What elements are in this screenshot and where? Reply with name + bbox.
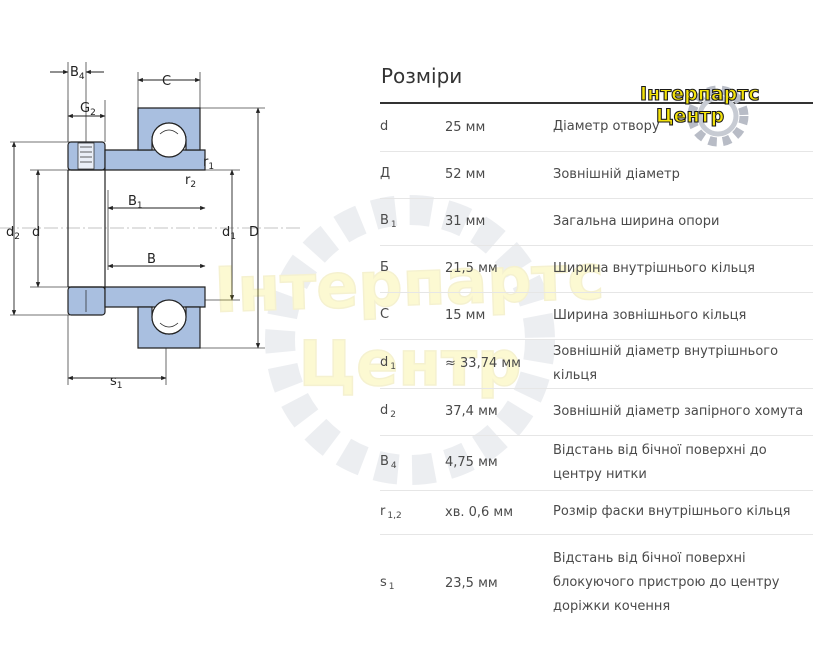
- row-symbol: Д: [380, 151, 445, 199]
- row-description: Загальна ширина опори: [553, 198, 813, 246]
- row-value: 4,75 мм: [445, 435, 553, 491]
- row-value: 31 мм: [445, 198, 553, 246]
- label-b1: B1: [128, 194, 143, 211]
- label-g2: G2: [80, 101, 96, 118]
- label-s1: s1: [110, 374, 123, 391]
- row-description: Зовнішній діаметр: [553, 151, 813, 199]
- logo-line1: Інтерпартс: [640, 83, 760, 105]
- label-b4: B4: [70, 65, 85, 82]
- row-value: хв. 0,6 мм: [445, 490, 553, 535]
- label-c: C: [162, 74, 171, 89]
- row-description: Зовнішній діаметр внутрішнього кільця: [553, 339, 813, 389]
- row-symbol: C: [380, 292, 445, 340]
- row-symbol: d: [380, 104, 445, 152]
- table-row: Д 52 мм Зовнішній діаметр: [380, 151, 813, 199]
- row-description: Відстань від бічної поверхні блокуючого …: [553, 551, 780, 615]
- row-value: 21,5 мм: [445, 245, 553, 293]
- label-r1: r1: [203, 155, 214, 172]
- title-divider: [380, 102, 813, 104]
- table-row: d 25 мм Діаметр отвору: [380, 104, 813, 152]
- label-b: B: [147, 252, 156, 267]
- row-symbol: Б: [380, 245, 445, 293]
- row-value: 15 мм: [445, 292, 553, 340]
- bearing-cross-section-drawing: B4 G2 C r1 r2 d2 d B1 d1 D B s1: [0, 62, 300, 391]
- row-value: 23,5 мм: [445, 575, 498, 591]
- label-d2: d2: [6, 225, 20, 242]
- table-row: C 15 мм Ширина зовнішнього кільця: [380, 292, 813, 340]
- row-description: Відстань від бічної поверхні до центру н…: [553, 435, 813, 491]
- page-title: Розміри: [381, 64, 463, 88]
- dimensions-table: d 25 мм Діаметр отвору Д 52 мм Зовнішній…: [380, 104, 813, 632]
- table-row: Б 21,5 мм Ширина внутрішнього кільця: [380, 245, 813, 293]
- row-value: 37,4 мм: [445, 388, 553, 436]
- label-r2: r2: [185, 173, 196, 190]
- label-d1: d1: [222, 225, 236, 242]
- row-value: ≈ 33,74 мм: [445, 339, 553, 389]
- row-description: Ширина внутрішнього кільця: [553, 245, 813, 293]
- row-description: Діаметр отвору: [553, 104, 813, 152]
- row-value: 52 мм: [445, 151, 553, 199]
- row-description: Зовнішній діаметр запірного хомута: [553, 388, 813, 436]
- label-D: D: [249, 225, 259, 240]
- row-description: Розмір фаски внутрішнього кільця: [553, 490, 813, 535]
- row-value: 25 мм: [445, 104, 553, 152]
- row-description: Ширина зовнішнього кільця: [553, 292, 813, 340]
- label-d: d: [32, 225, 40, 240]
